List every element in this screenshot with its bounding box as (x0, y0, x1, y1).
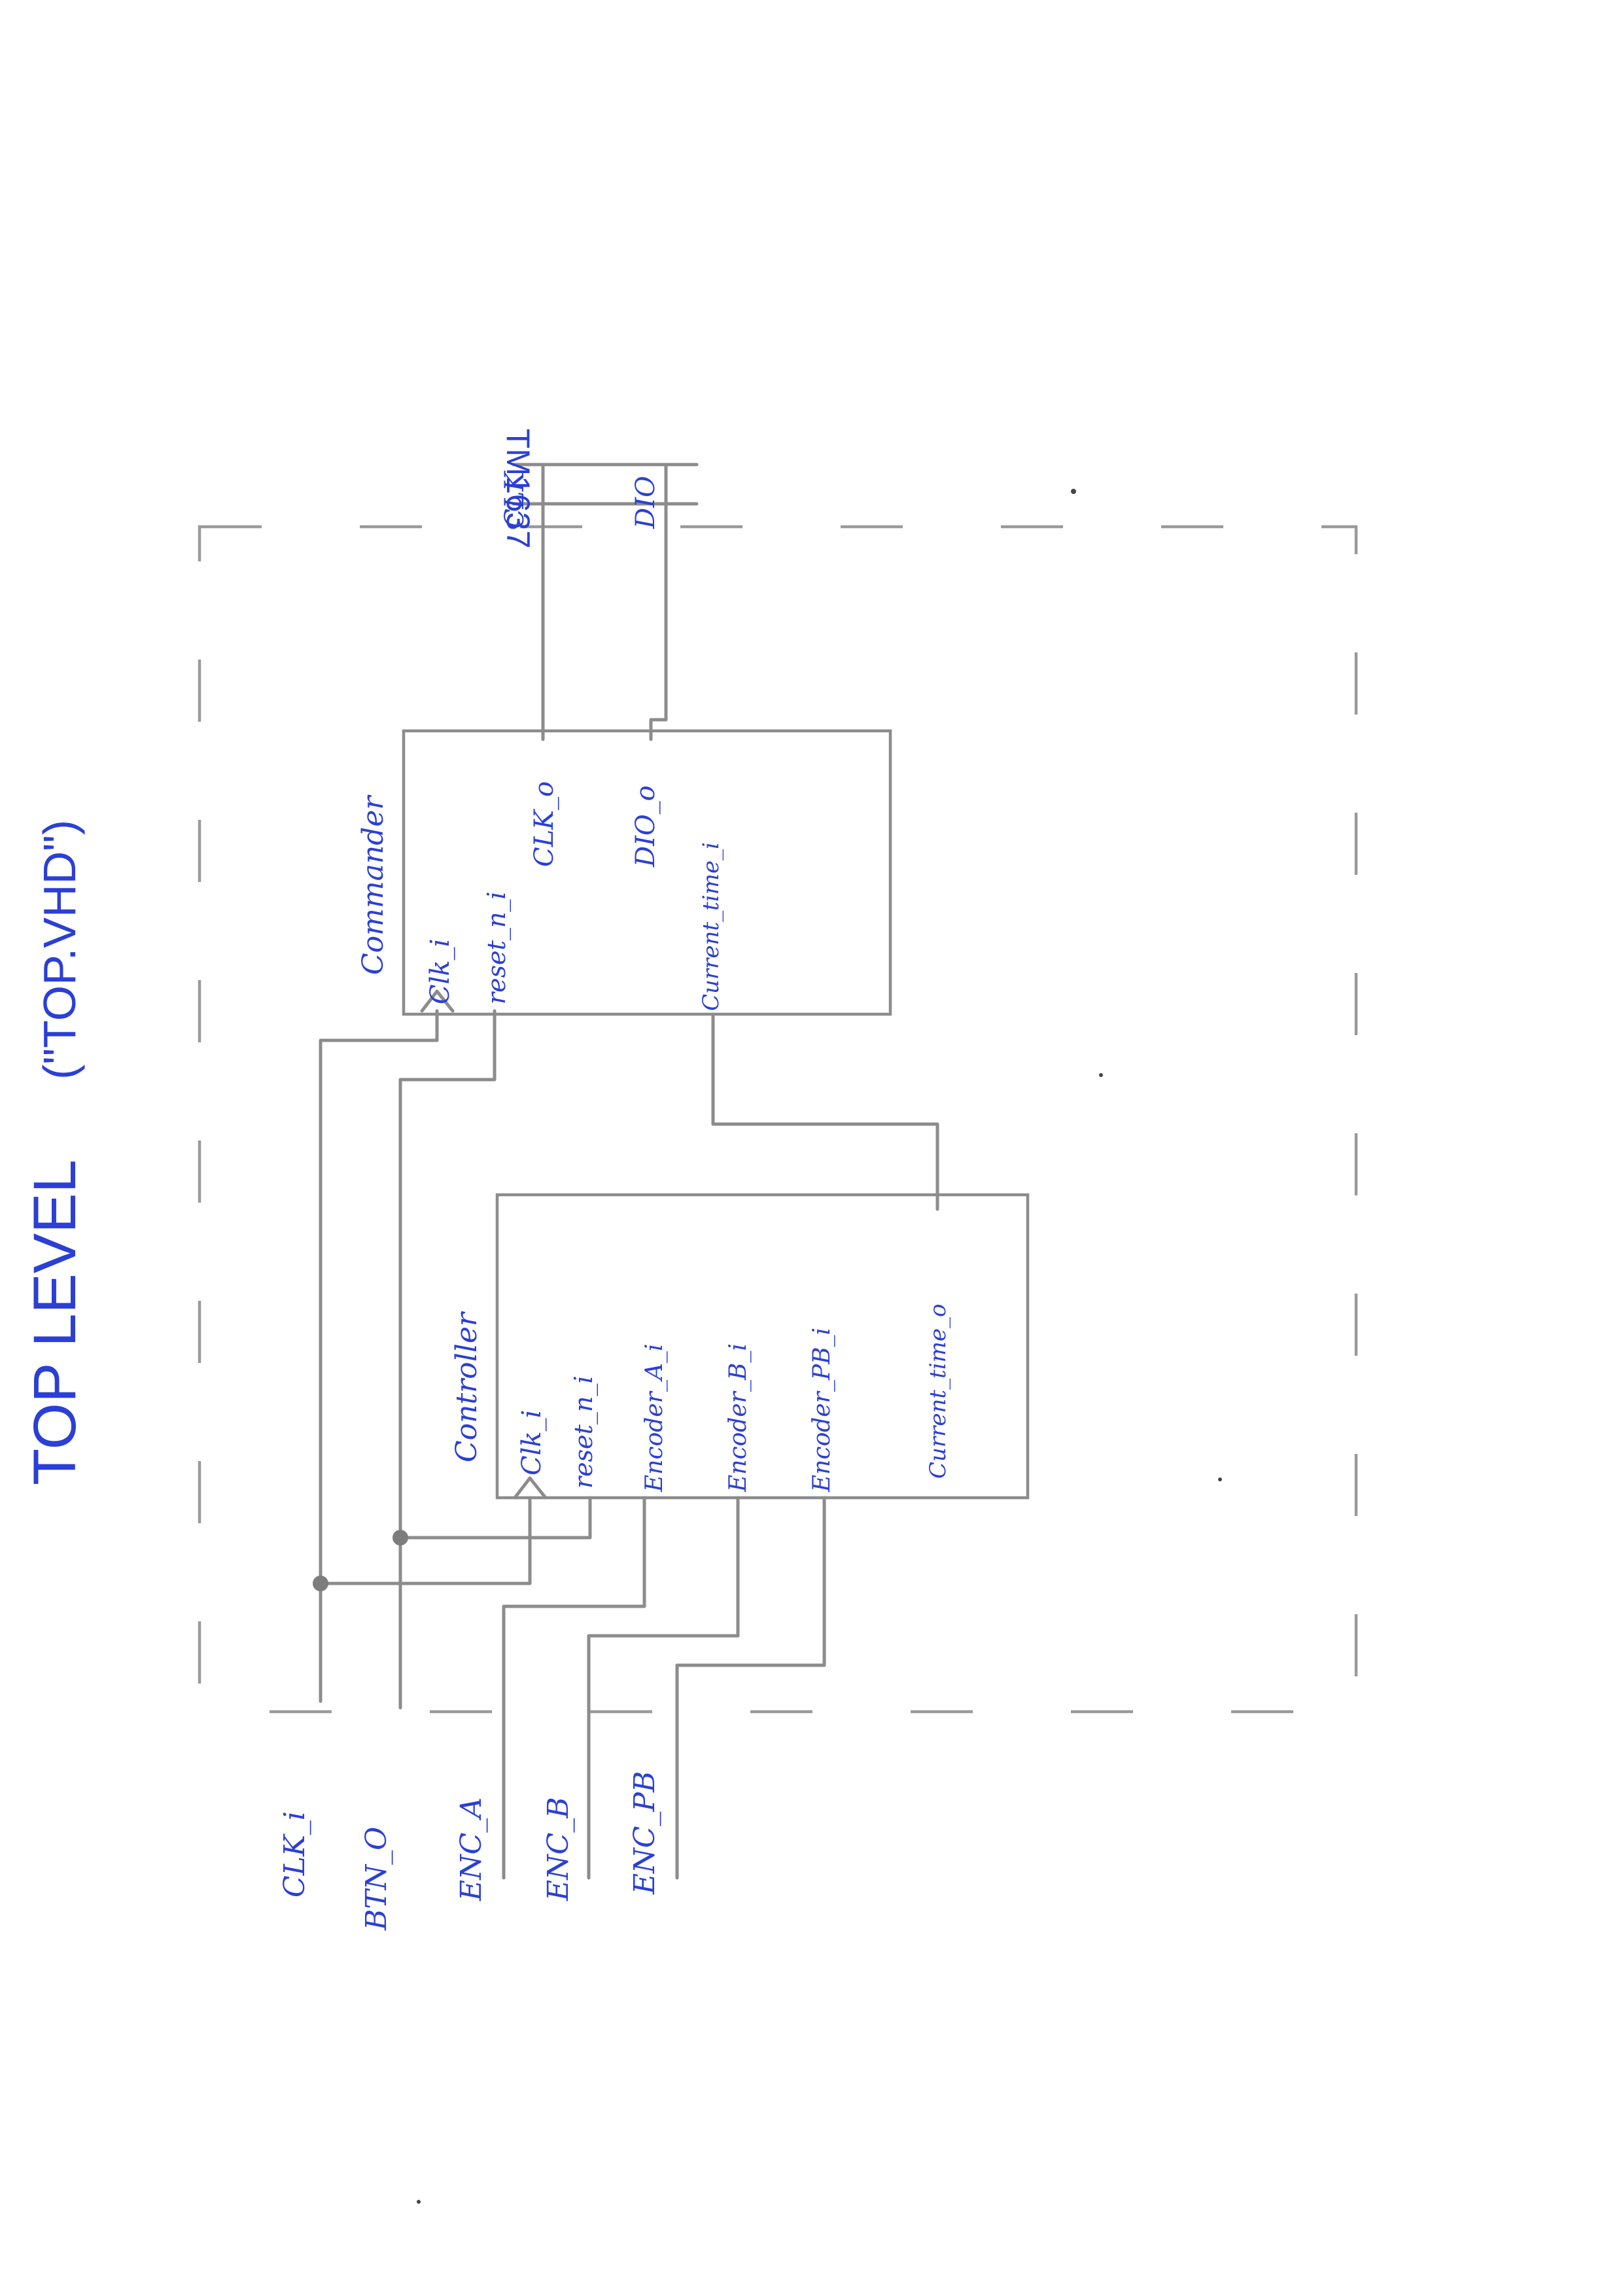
commander-name-group: Commander (357, 794, 390, 975)
port-encpb-group: ENC_PB (628, 1771, 661, 1895)
commander-pin-dio-out: DIO_o (631, 785, 661, 868)
port-clk: CLK_i (278, 1811, 311, 1898)
commander-clkout-group: CLK_o (529, 781, 559, 867)
port-enc-a: ENC_A (455, 1797, 488, 1901)
controller-encb-group: Encoder_B_i (725, 1343, 752, 1492)
controller-pin-reset: reset_n_i (569, 1375, 599, 1489)
port-enca-group: ENC_A (455, 1797, 488, 1901)
port-btn: BTN_O (360, 1827, 393, 1931)
controller-reset-group: reset_n_i (569, 1375, 599, 1489)
controller-pin-clk: Clk_i (517, 1410, 547, 1475)
controller-pin-time: Current_time_o (925, 1304, 951, 1479)
reset-junction (393, 1530, 408, 1545)
tm1637-pin-clk: CLK (500, 470, 530, 529)
commander-pin-reset: reset_n_i (482, 891, 512, 1004)
commander-dioout-group: DIO_o (631, 785, 661, 868)
commander-block (402, 729, 892, 1016)
wires (319, 463, 939, 1880)
top-level-boundary (198, 525, 1358, 1714)
controller-pin-enc-b: Encoder_B_i (725, 1343, 752, 1492)
commander-clk-group: Clk_i (425, 939, 455, 1004)
controller-clock-marker (513, 1476, 548, 1500)
commander-time-group: Current_time_i (698, 842, 724, 1011)
controller-pin-enc-a: Encoder_A_i (641, 1344, 668, 1492)
commander-reset-group: reset_n_i (482, 891, 512, 1004)
wire-dio-out (649, 463, 668, 741)
port-clk-group: CLK_i (278, 1811, 311, 1898)
wire-reset-commander (398, 1009, 497, 1540)
commander-name: Commander (357, 794, 390, 975)
controller-enca-group: Encoder_A_i (641, 1344, 668, 1492)
controller-clk-group: Clk_i (517, 1410, 547, 1475)
controller-block (495, 1193, 1030, 1500)
clk-junction (313, 1576, 328, 1591)
port-btn-group: BTN_O (360, 1827, 393, 1931)
tm1637-name-group: TM1637 (500, 429, 536, 548)
diagram-file: ("TOP.VHD") (34, 820, 85, 1080)
commander-pin-clk: Clk_i (425, 939, 455, 1004)
wire-enc-pb (675, 1496, 826, 1880)
tm1637-pin-dio: DIO (631, 476, 661, 529)
port-enc-pb: ENC_PB (628, 1771, 661, 1895)
controller-time-group: Current_time_o (925, 1304, 951, 1479)
controller-pin-enc-pb: Encoder_PB_i (809, 1328, 835, 1492)
commander-pin-time: Current_time_i (698, 842, 724, 1011)
commander-clock-marker (420, 989, 455, 1013)
wire-enc-a (502, 1496, 646, 1880)
controller-encpb-group: Encoder_PB_i (809, 1328, 835, 1492)
controller-name-group: Controller (450, 1311, 483, 1462)
diagram-title: TOP LEVEL (22, 1159, 88, 1485)
wire-current-time (711, 1012, 939, 1211)
controller-name: Controller (450, 1311, 483, 1462)
tm1637-dio-group: DIO (631, 476, 661, 529)
port-encb-group: ENC_B (542, 1797, 575, 1901)
tm1637-name: TM1637 (500, 429, 536, 548)
tm1637-clk-group: CLK (500, 470, 530, 529)
port-enc-b: ENC_B (542, 1797, 575, 1901)
wire-reset-controller (398, 1496, 592, 1710)
commander-pin-clk-out: CLK_o (529, 781, 559, 867)
wire-clk-commander (319, 1009, 439, 1585)
wire-clk-controller (319, 1496, 532, 1703)
wire-enc-b (587, 1496, 740, 1880)
heading-group: TOP LEVEL ("TOP.VHD") (22, 820, 88, 1485)
paper-specks (417, 489, 1222, 2204)
